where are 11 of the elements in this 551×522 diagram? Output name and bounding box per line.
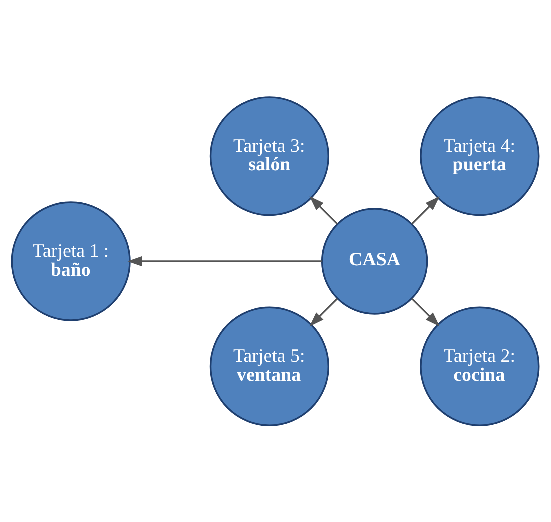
- arrow: [412, 196, 440, 224]
- arrow: [128, 256, 322, 266]
- arrow: [412, 298, 440, 326]
- node-circle: Tarjeta 4: puerta: [420, 96, 540, 216]
- node-circle: Tarjeta 1 : baño: [11, 201, 131, 321]
- node-circle: CASA: [321, 208, 428, 314]
- arrow: [310, 196, 338, 224]
- node-circle: Tarjeta 5: ventana: [210, 306, 330, 426]
- node-circle: Tarjeta 2: cocina: [420, 306, 540, 426]
- arrow: [310, 298, 338, 326]
- node-circle: Tarjeta 3: salón: [210, 96, 330, 216]
